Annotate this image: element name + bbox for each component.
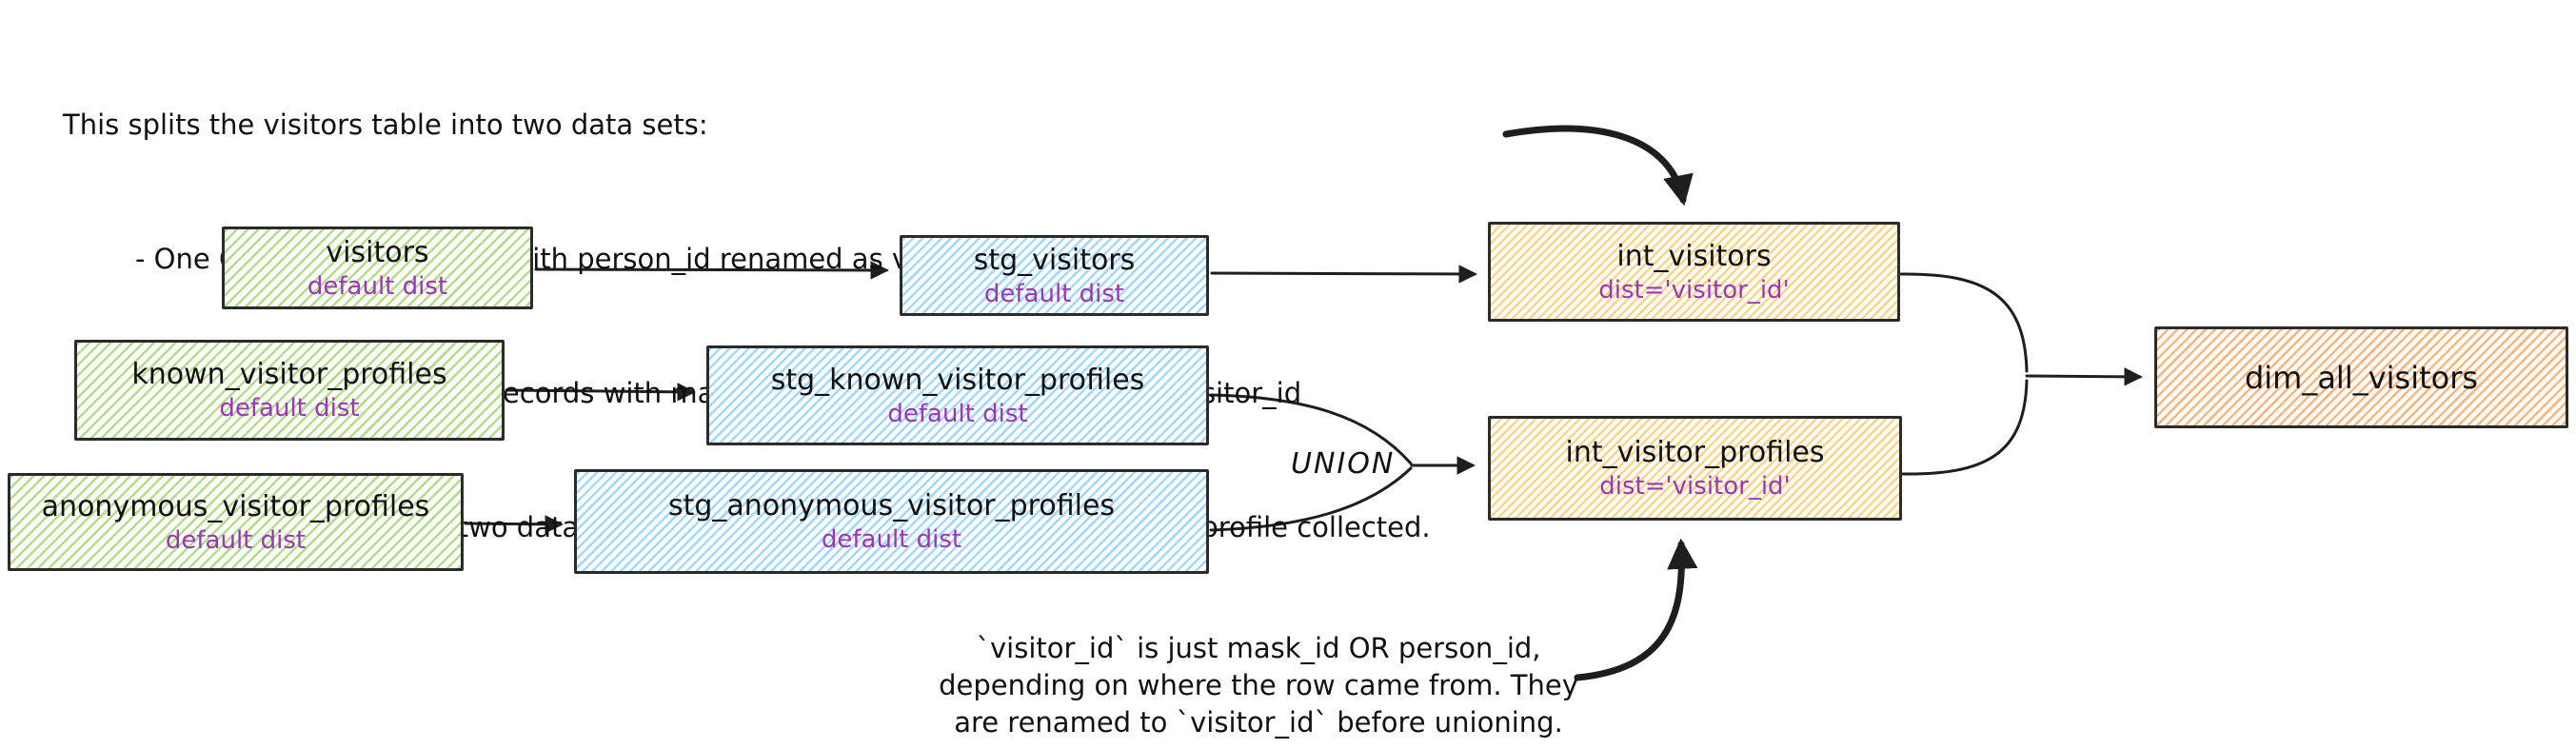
node-stg-anonymous-visitor-profiles-subtitle: default dist [821, 525, 962, 554]
node-int-visitor-profiles[interactable]: int_visitor_profiles dist='visitor_id' [1488, 416, 1902, 521]
node-int-visitor-profiles-title: int_visitor_profiles [1565, 436, 1825, 469]
node-visitors-title: visitors [326, 235, 429, 269]
node-visitors[interactable]: visitors default dist [222, 227, 533, 309]
node-dim-all-visitors[interactable]: dim_all_visitors [2154, 326, 2568, 428]
node-visitors-subtitle: default dist [307, 271, 448, 301]
edge-int-visitor-profiles-to-merge [1901, 379, 2029, 476]
bottom-annotation-line: `visitor_id` is just mask_id OR person_i… [976, 632, 1541, 664]
bottom-annotation: `visitor_id` is just mask_id OR person_i… [925, 630, 1592, 741]
node-stg-visitors-title: stg_visitors [973, 243, 1136, 277]
node-int-visitors-subtitle: dist='visitor_id' [1598, 275, 1790, 305]
node-stg-known-visitor-profiles-subtitle: default dist [887, 399, 1028, 428]
node-known-visitor-profiles[interactable]: known_visitor_profiles default dist [74, 340, 505, 441]
edge-int-visitors-to-merge [1899, 272, 2029, 373]
node-int-visitors[interactable]: int_visitors dist='visitor_id' [1488, 222, 1900, 322]
bottom-annotation-line: are renamed to `visitor_id` before union… [954, 706, 1563, 739]
node-dim-all-visitors-title: dim_all_visitors [2244, 359, 2479, 396]
node-anonymous-visitor-profiles-title: anonymous_visitor_profiles [41, 489, 430, 523]
node-anonymous-visitor-profiles-subtitle: default dist [165, 525, 307, 555]
node-int-visitors-title: int_visitors [1616, 239, 1772, 273]
node-stg-known-visitor-profiles[interactable]: stg_known_visitor_profiles default dist [706, 345, 1209, 445]
node-known-visitor-profiles-title: known_visitor_profiles [131, 358, 447, 391]
edge-merge-to-dim-all-visitors [2025, 367, 2143, 386]
node-stg-anonymous-visitor-profiles[interactable]: stg_anonymous_visitor_profiles default d… [574, 469, 1209, 574]
annotation-arrow-bottom [1574, 538, 1698, 681]
node-stg-known-visitor-profiles-title: stg_known_visitor_profiles [770, 363, 1145, 397]
top-annotation-line: This splits the visitors table into two … [63, 108, 708, 141]
node-anonymous-visitor-profiles[interactable]: anonymous_visitor_profiles default dist [8, 473, 464, 571]
node-stg-visitors[interactable]: stg_visitors default dist [900, 235, 1209, 316]
bottom-annotation-line: depending on where the row came from. Th… [939, 669, 1578, 701]
node-known-visitor-profiles-subtitle: default dist [219, 394, 360, 423]
annotation-arrow-top [1502, 125, 1694, 207]
node-stg-anonymous-visitor-profiles-title: stg_anonymous_visitor_profiles [667, 489, 1116, 522]
node-stg-visitors-subtitle: default dist [983, 279, 1125, 308]
node-int-visitor-profiles-subtitle: dist='visitor_id' [1599, 472, 1791, 501]
union-label: UNION [1291, 447, 1396, 481]
